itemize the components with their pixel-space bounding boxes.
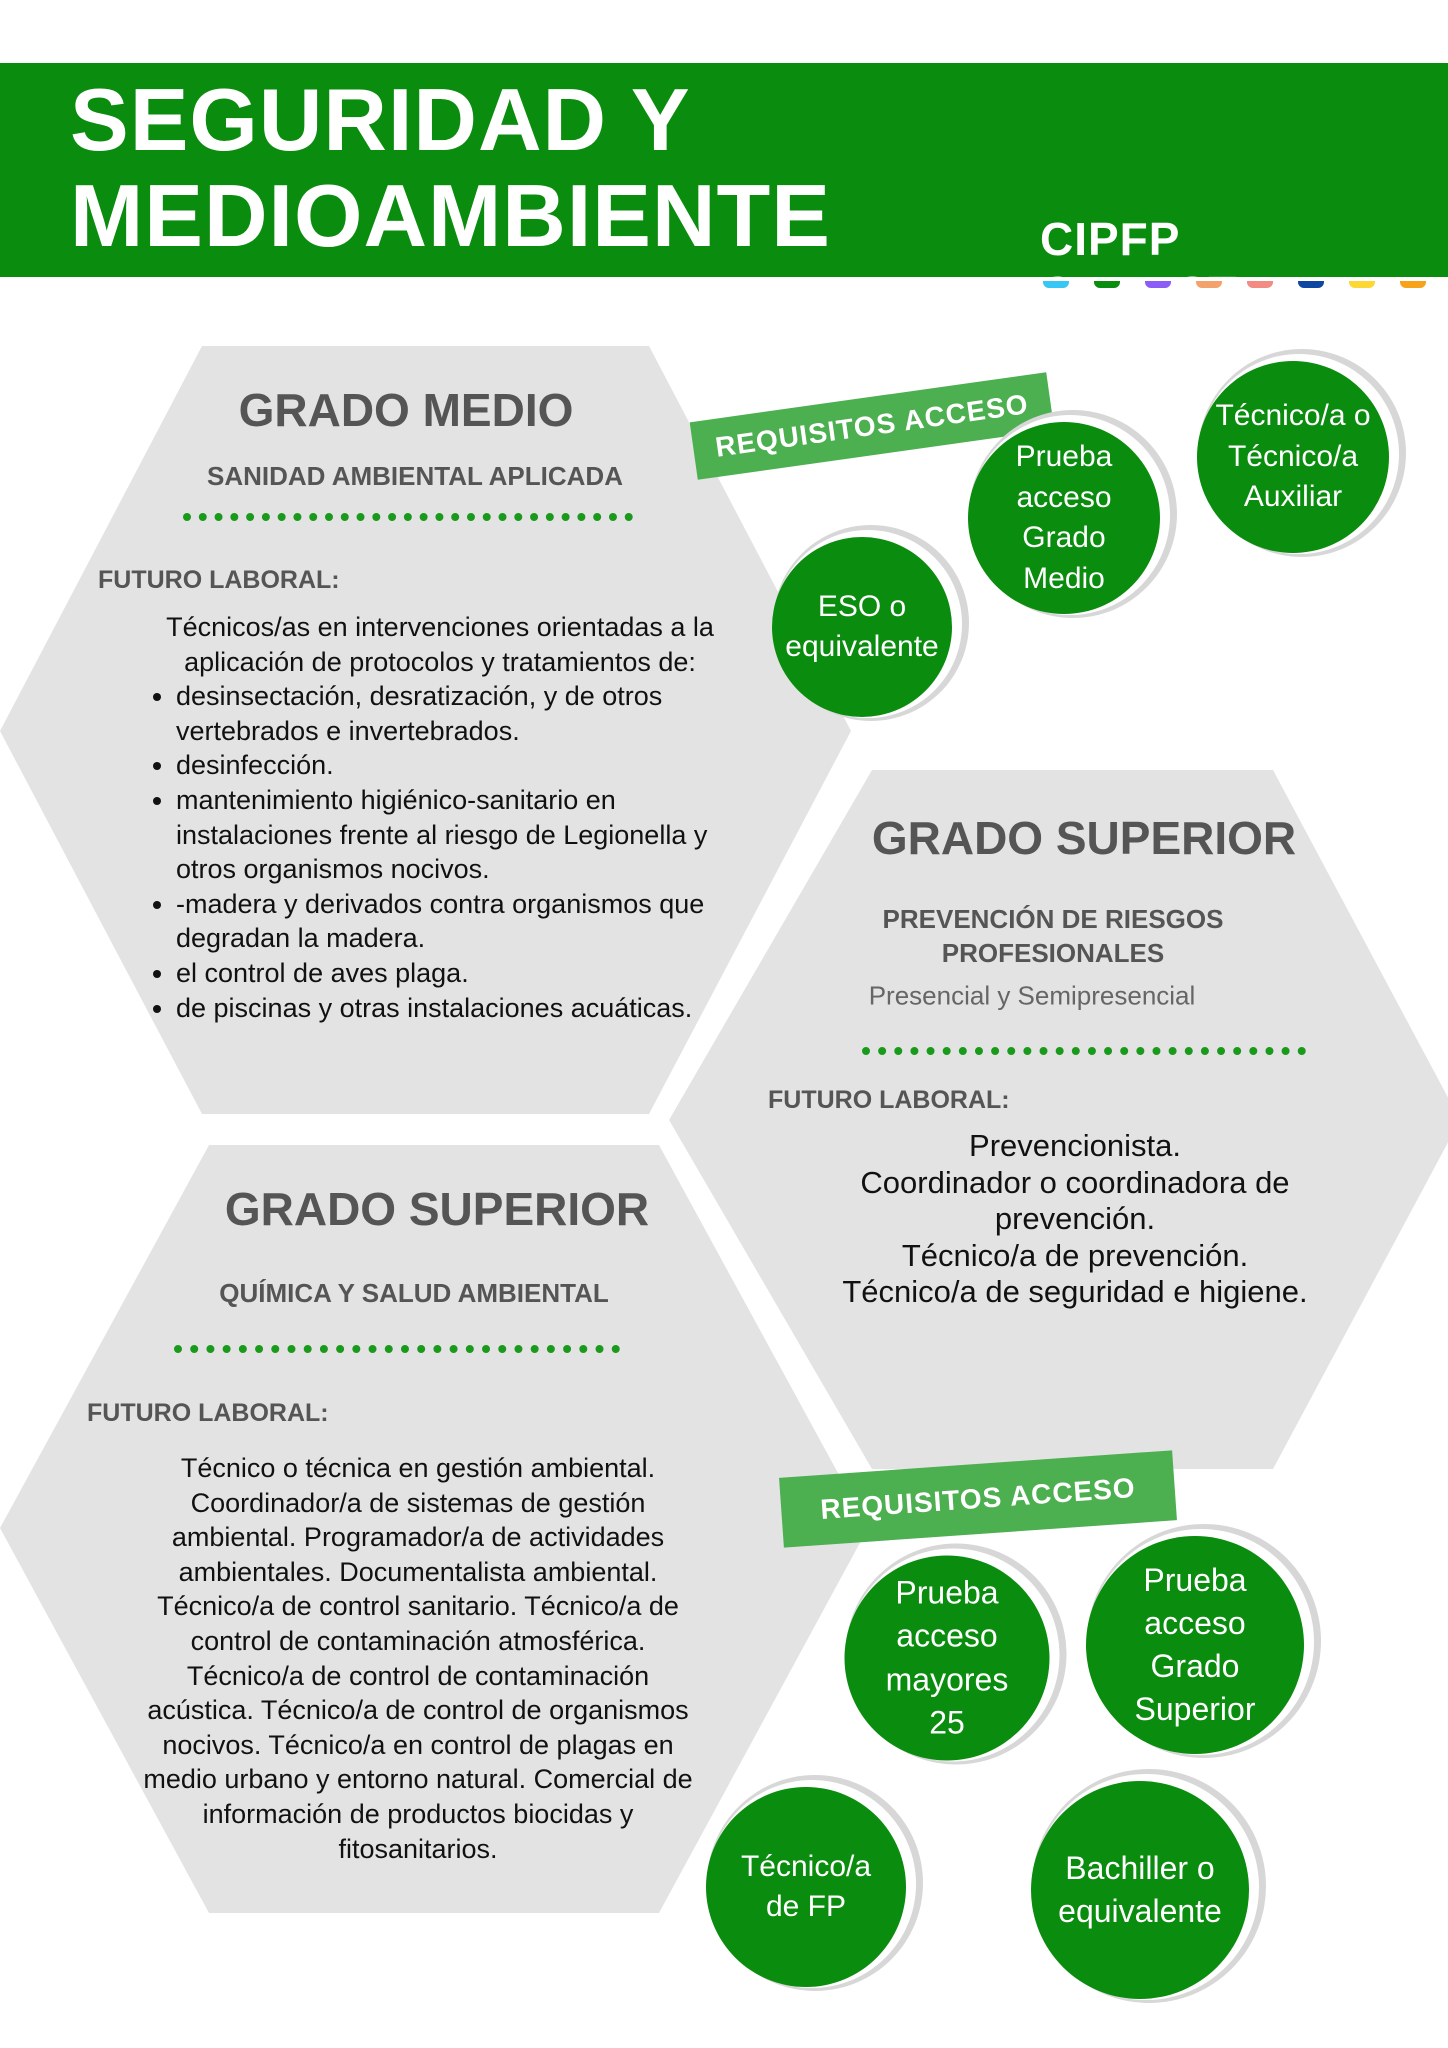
grado-medio-description: Técnicos/as en intervenciones orientadas… (140, 610, 740, 1025)
color-dash (1247, 281, 1273, 288)
grado-superior-prl-jobs: Prevencionista.Coordinador o coordinador… (795, 1128, 1355, 1311)
hexagon-grado-superior-prl (669, 770, 1448, 1469)
futuro-laboral-label: FUTURO LABORAL: (87, 1399, 329, 1427)
job-list-item: desinsectación, desratización, y de otro… (176, 679, 740, 748)
color-dash (1298, 281, 1324, 288)
name-line1: PREVENCIÓN DE RIESGOS (882, 904, 1224, 935)
color-dash (1196, 281, 1222, 288)
job-line: prevención. (994, 1201, 1156, 1237)
requisito-tecnico-fp: Técnico/a de FP (706, 1787, 906, 1987)
job-line: Prevencionista. (969, 1128, 1181, 1163)
hexagon-grado-medio (0, 346, 851, 1114)
requisito-prueba-grado-superior: Prueba acceso Grado Superior (1086, 1536, 1304, 1754)
color-dash (1349, 281, 1375, 288)
dotted-divider (183, 513, 633, 521)
page-title-line1: SEGURIDAD Y (70, 70, 691, 169)
grado-superior-qsa-description: Técnico o técnica en gestión ambiental. … (143, 1453, 693, 1864)
header-banner (0, 63, 1448, 277)
grado-medio-name: SANIDAD AMBIENTAL APLICADA (207, 461, 623, 492)
hexagon-grado-superior-qsa (0, 1145, 868, 1913)
name-line2: PROFESIONALES (941, 938, 1165, 968)
requisito-bachiller: Bachiller o equivalente (1031, 1781, 1249, 1999)
job-line: Coordinador o coordinadora de (860, 1164, 1290, 1200)
modality-text: Presencial y Semipresencial (868, 980, 1196, 1011)
job-list-item: mantenimiento higiénico-sanitario en ins… (176, 783, 740, 887)
requisito-eso: ESO o equivalente (772, 537, 952, 717)
grado-superior-qsa-name: QUÍMICA Y SALUD AMBIENTAL (219, 1278, 609, 1309)
color-dash (1043, 281, 1069, 288)
intro-text: Técnicos/as en intervenciones orientadas… (166, 612, 714, 677)
requisito-tecnico-auxiliar: Técnico/a o Técnico/a Auxiliar (1197, 361, 1389, 553)
job-list-item: de piscinas y otras instalaciones acuáti… (176, 991, 740, 1026)
brand-name: CIPFP CANASTELL (1040, 213, 1328, 319)
job-line: Técnico/a de prevención. (901, 1237, 1249, 1273)
dotted-divider (862, 1047, 1306, 1055)
grado-medio-title: GRADO MEDIO (238, 384, 574, 436)
requisito-prueba-grado-medio: Prueba acceso Grado Medio (968, 422, 1160, 614)
color-dash (1094, 281, 1120, 288)
job-list: desinsectación, desratización, y de otro… (176, 679, 740, 1025)
requisito-prueba-mayores-25: Prueba acceso mayores 25 (844, 1555, 1050, 1761)
color-dash (1145, 281, 1171, 288)
futuro-laboral-label: FUTURO LABORAL: (98, 566, 340, 594)
page-title-line2: MEDIOAMBIENTE (70, 166, 831, 265)
job-list-item: el control de aves plaga. (176, 956, 740, 991)
job-list-item: desinfección. (176, 748, 740, 783)
futuro-laboral-label: FUTURO LABORAL: (768, 1086, 1010, 1114)
grado-superior-qsa-title: GRADO SUPERIOR (224, 1183, 650, 1235)
job-line: Técnico/a de seguridad e higiene. (842, 1274, 1308, 1310)
grado-superior-prl-title: GRADO SUPERIOR (871, 812, 1297, 864)
dotted-divider (174, 1345, 620, 1353)
color-dash (1400, 281, 1426, 288)
job-list-item: -madera y derivados contra organismos qu… (176, 887, 740, 956)
